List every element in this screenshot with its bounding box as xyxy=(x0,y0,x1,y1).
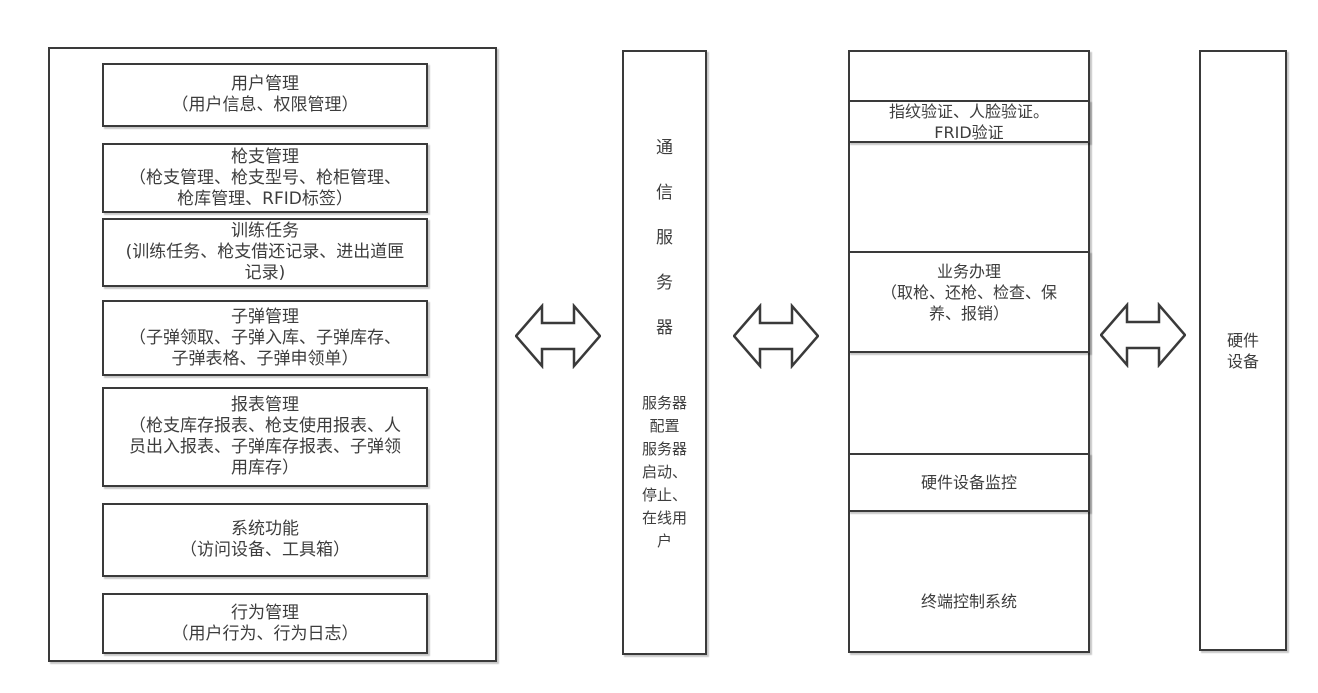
hardware-monitor-text: 硬件设备监控 xyxy=(920,473,1017,492)
terminal-system-label: 终端控制系统 xyxy=(920,592,1017,611)
management-system-panel: 用户管理 （用户信息、权限管理） 枪支管理 （枪支管理、枪支型号、枪柜管理、 枪… xyxy=(48,47,497,662)
double-arrow-icon xyxy=(733,303,819,369)
comm-server-functions: 服务器 配置 服务器 启动、 停止、 在线用 户 xyxy=(641,394,687,550)
module-title: 报表管理 xyxy=(231,395,299,415)
module-title: 用户管理 xyxy=(231,74,299,94)
module-detail: （访问设备、工具箱） xyxy=(180,540,350,560)
module-box-behavior-management: 行为管理 （用户行为、行为日志） xyxy=(102,593,428,654)
double-arrow-icon xyxy=(515,303,601,369)
module-detail: （枪支管理、枪支型号、枪柜管理、 枪库管理、RFID标签） xyxy=(129,167,401,209)
auth-box: 指纹验证、人脸验证。 FRID验证 xyxy=(848,100,1090,143)
module-box-user-management: 用户管理 （用户信息、权限管理） xyxy=(102,63,428,127)
auth-text: 指纹验证、人脸验证。 FRID验证 xyxy=(888,101,1049,142)
module-box-report-management: 报表管理 （枪支库存报表、枪支使用报表、人 员出入报表、子弹库存报表、子弹领 用… xyxy=(102,387,428,487)
module-detail: （枪支库存报表、枪支使用报表、人 员出入报表、子弹库存报表、子弹领 用库存） xyxy=(129,416,401,478)
module-detail: （用户行为、行为日志） xyxy=(171,623,359,644)
comm-server-title: 通 信 服 务 器 xyxy=(656,138,673,338)
module-title: 训练任务 xyxy=(231,221,299,241)
module-box-training-task: 训练任务 (训练任务、枪支借还记录、进出道匣 记录) xyxy=(102,218,428,287)
module-box-system-functions: 系统功能 （访问设备、工具箱） xyxy=(102,503,428,577)
module-title: 系统功能 xyxy=(231,519,299,539)
module-title: 子弹管理 xyxy=(231,306,299,327)
module-detail: （用户信息、权限管理） xyxy=(171,95,359,115)
hardware-devices-label: 硬件 设备 xyxy=(1226,330,1259,371)
module-title: 枪支管理 xyxy=(231,146,299,167)
terminal-control-panel: 指纹验证、人脸验证。 FRID验证 业务办理 （取枪、还枪、检查、保 养、报销）… xyxy=(848,50,1090,653)
module-detail: (训练任务、枪支借还记录、进出道匣 记录) xyxy=(125,242,405,283)
business-title: 业务办理 xyxy=(936,261,1001,281)
business-box: 业务办理 （取枪、还枪、检查、保 养、报销） xyxy=(848,251,1090,353)
communication-server-panel: 通 信 服 务 器 服务器 配置 服务器 启动、 停止、 在线用 户 xyxy=(622,50,707,655)
module-box-gun-management: 枪支管理 （枪支管理、枪支型号、枪柜管理、 枪库管理、RFID标签） xyxy=(102,143,428,213)
module-box-ammo-management: 子弹管理 （子弹领取、子弹入库、子弹库存、 子弹表格、子弹申领单） xyxy=(102,300,428,376)
hardware-devices-panel: 硬件 设备 xyxy=(1199,50,1287,651)
module-title: 行为管理 xyxy=(231,602,299,623)
business-detail: （取枪、还枪、检查、保 养、报销） xyxy=(880,282,1057,323)
double-arrow-icon xyxy=(1100,302,1186,368)
module-detail: （子弹领取、子弹入库、子弹库存、 子弹表格、子弹申领单） xyxy=(129,327,401,369)
hardware-monitor-box: 硬件设备监控 xyxy=(848,453,1090,512)
